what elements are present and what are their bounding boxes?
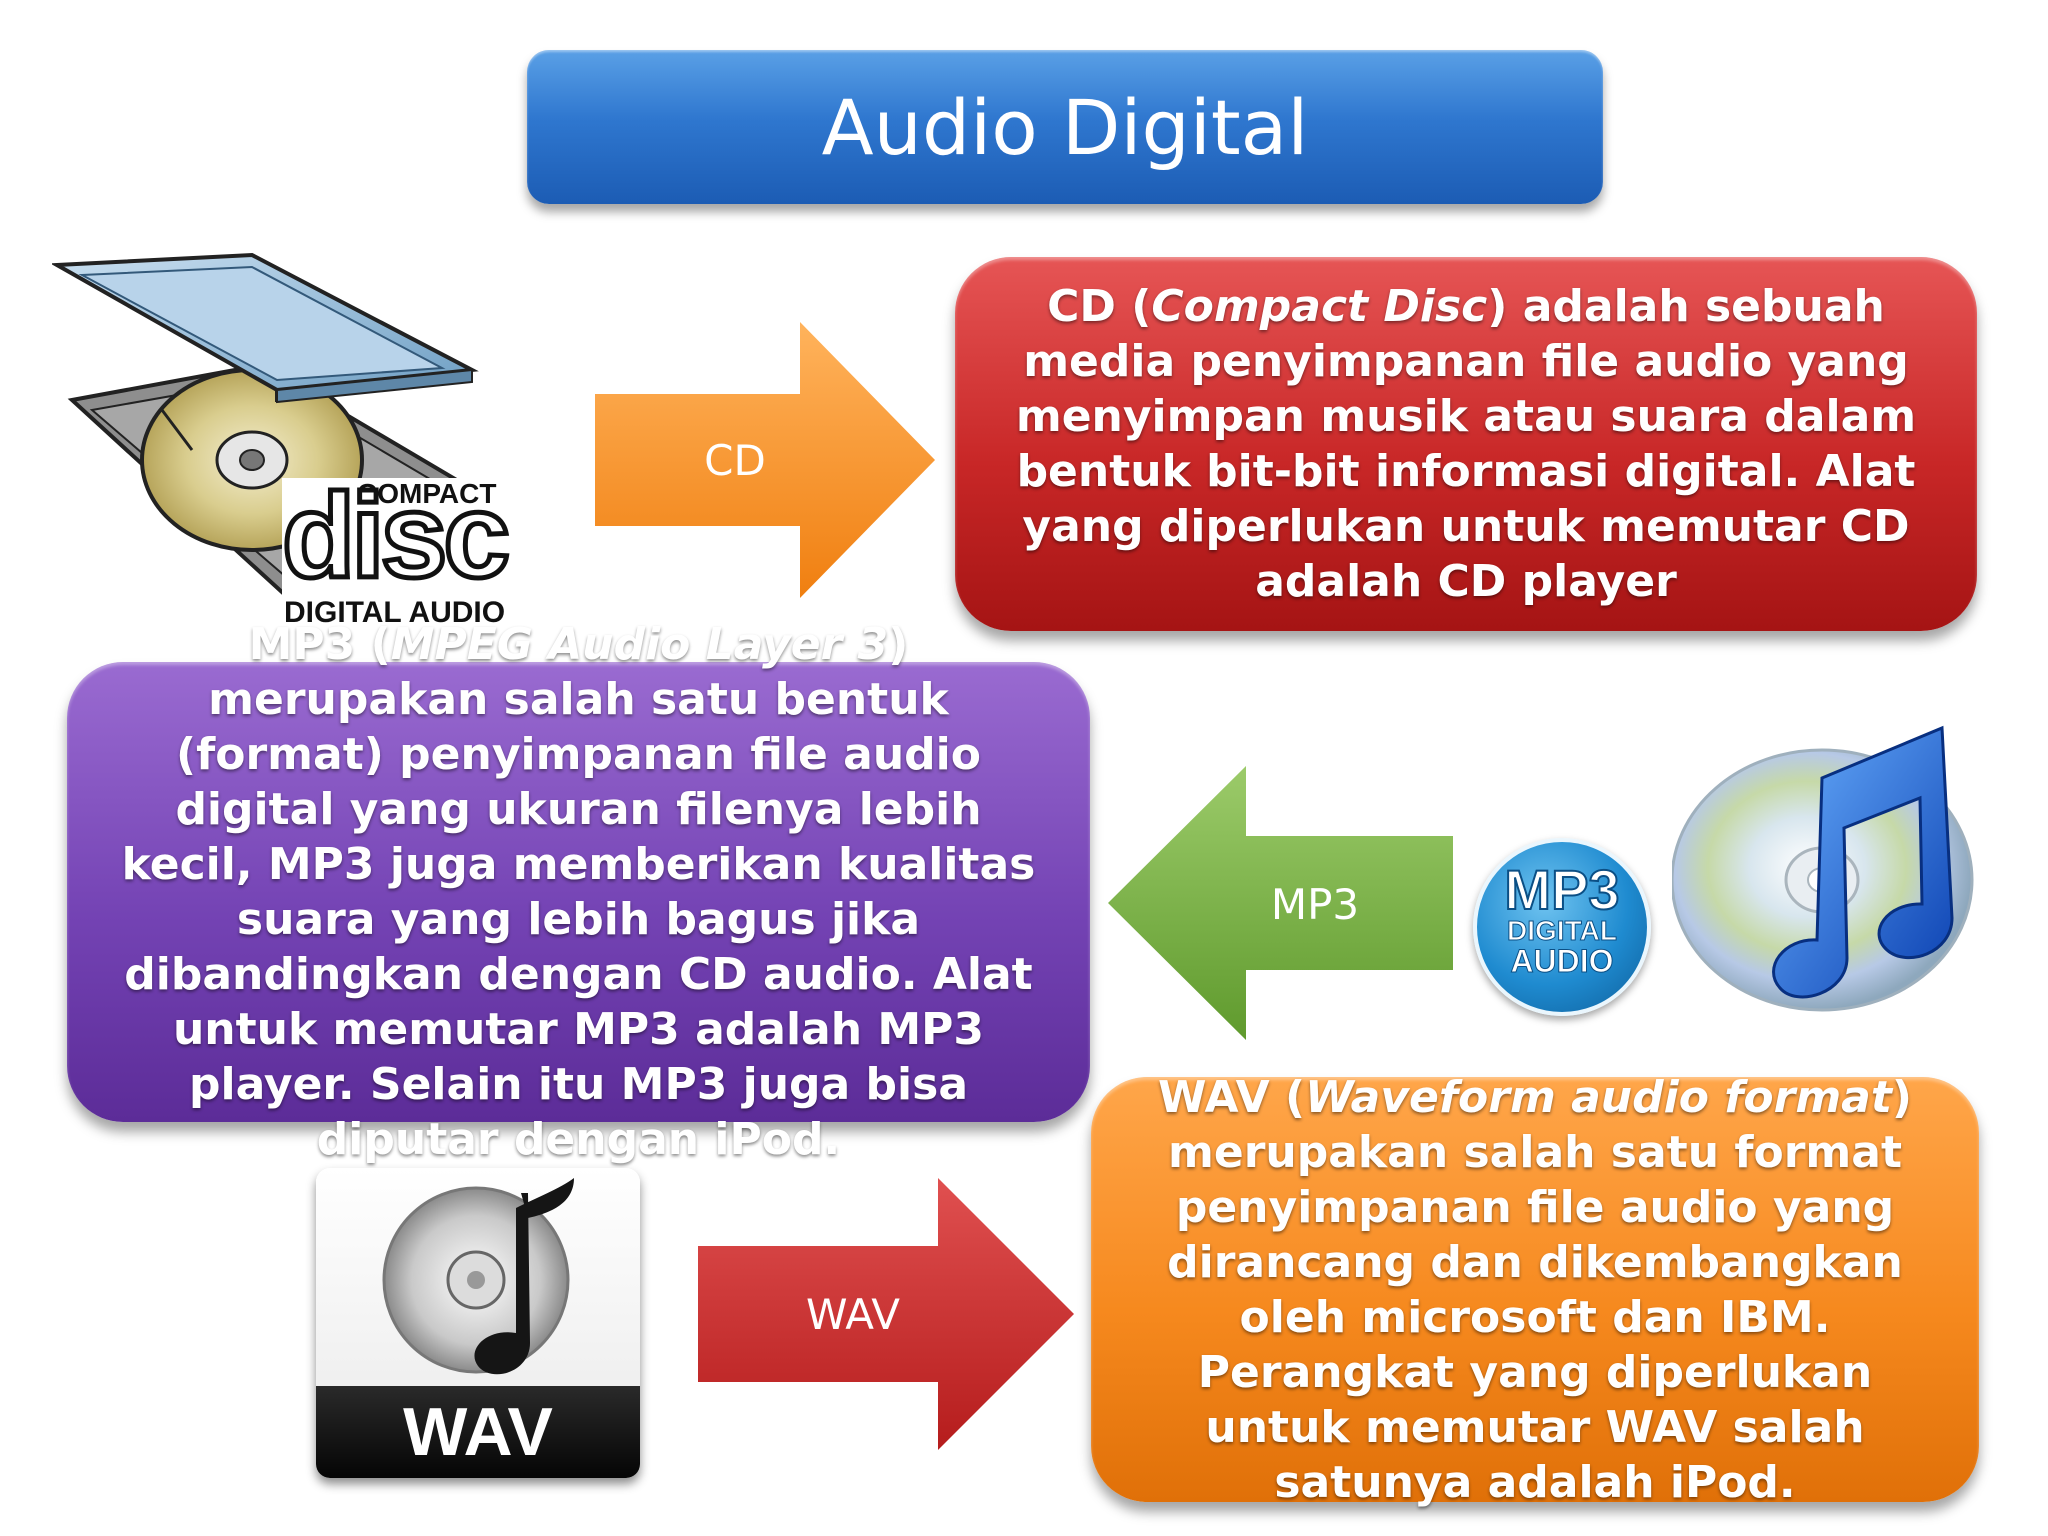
itunes-music-note-icon xyxy=(1672,718,1982,1018)
wav-file-icon: WAV xyxy=(316,1168,640,1478)
mp3-italic-term: MPEG Audio Layer 3 xyxy=(390,619,889,670)
cd-arrow-label: CD xyxy=(704,436,766,485)
cd-arrow xyxy=(595,322,935,598)
slide-title: Audio Digital xyxy=(527,50,1603,204)
mp3-digital-audio-badge: MP3 DIGITAL AUDIO xyxy=(1473,838,1651,1016)
cd-description-box: CD (Compact Disc) adalah sebuah media pe… xyxy=(955,257,1977,631)
wav-arrow xyxy=(698,1178,1074,1450)
cd-italic-term: Compact Disc xyxy=(1151,281,1488,332)
wav-italic-term: Waveform audio format xyxy=(1305,1071,1892,1123)
wav-file-label: WAV xyxy=(403,1394,553,1470)
mp3-arrow xyxy=(1108,766,1453,1040)
compact-disc-logo-main: disc xyxy=(279,469,512,603)
compact-disc-logo-top: COMPACT xyxy=(357,478,497,509)
wav-description-box: WAV (Waveform audio format) merupakan sa… xyxy=(1091,1072,1979,1508)
compact-disc-logo-bottom: DIGITAL AUDIO xyxy=(284,596,506,629)
wav-arrow-label: WAV xyxy=(805,1290,900,1339)
compact-disc-case-icon: COMPACT disc DIGITAL AUDIO xyxy=(52,250,542,635)
mp3-arrow-label: MP3 xyxy=(1270,880,1360,929)
mp3-description-box: MP3 (MPEG Audio Layer 3) merupakan salah… xyxy=(67,619,1090,1165)
